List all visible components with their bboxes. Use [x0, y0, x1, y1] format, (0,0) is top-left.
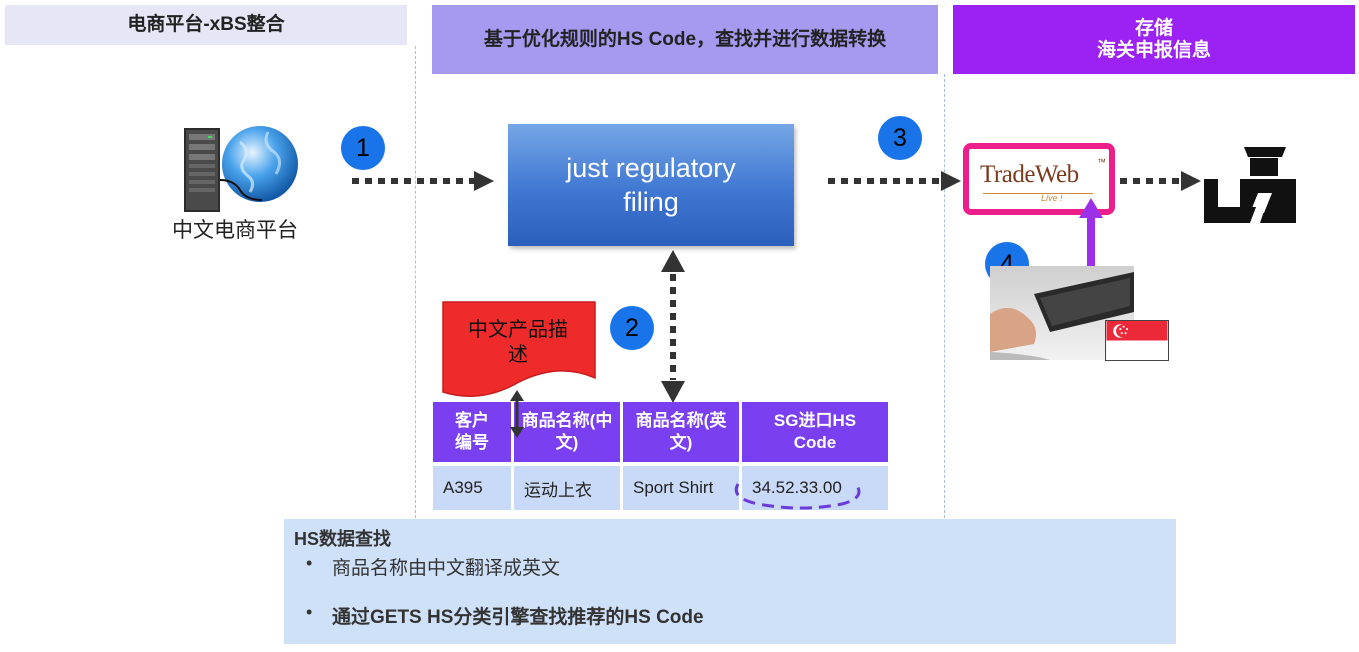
- header-ecommerce-text: 电商平台-xBS整合: [127, 14, 285, 35]
- hs-lookup-info-box: HS数据查找 • 商品名称由中文翻译成英文 • 通过GETS HS分类引擎查找推…: [284, 519, 1176, 644]
- server-globe-icon: [184, 126, 298, 212]
- table-cell-hs-code: 34.52.33.00: [742, 466, 888, 510]
- step-1-badge: 1: [341, 126, 385, 170]
- info-bullet-1: 商品名称由中文翻译成英文: [332, 558, 561, 579]
- double-arrow-icon: [510, 390, 524, 438]
- arrow-jrf-to-tradeweb: [828, 171, 961, 191]
- header-hs-code: 基于优化规则的HS Code，查找并进行数据转换: [432, 5, 938, 74]
- header-ecommerce: 电商平台-xBS整合: [5, 5, 407, 45]
- step-2-badge: 2: [610, 306, 654, 350]
- jrf-line1: just regulatory: [566, 153, 736, 183]
- header-hs-code-text: 基于优化规则的HS Code，查找并进行数据转换: [483, 28, 887, 50]
- column-divider-left: [415, 46, 416, 518]
- jrf-box: just regulatory filing: [508, 124, 794, 246]
- note-shape: [442, 301, 596, 397]
- header-customs-line1: 存储: [1134, 17, 1173, 39]
- arrow-user-to-tradeweb: [1079, 198, 1103, 280]
- table-header-customer-id: 客户编号: [433, 402, 511, 462]
- table-cell-name-en: Sport Shirt: [623, 466, 739, 510]
- info-bullet-2-dot: •: [306, 602, 313, 622]
- table-header-name-cn: 商品名称(中文): [514, 402, 620, 462]
- arrow-platform-to-jrf: [352, 171, 494, 191]
- arrow-tradeweb-to-customs: [1120, 171, 1201, 191]
- note-label: 中文产品描述: [468, 319, 568, 366]
- customs-officer-icon: [1204, 147, 1296, 223]
- keyboard-mouse-photo: [990, 266, 1134, 360]
- platform-label: 中文电商平台: [172, 219, 298, 242]
- header-customs: 存储 海关申报信息: [953, 5, 1355, 74]
- info-bullet-2: 通过GETS HS分类引擎查找推荐的HS Code: [332, 607, 704, 628]
- header-customs-line2: 海关申报信息: [1096, 39, 1211, 61]
- tradeweb-tm: ™: [1097, 157, 1106, 167]
- singapore-flag-icon: [1105, 320, 1169, 361]
- jrf-line2: filing: [623, 187, 679, 217]
- table-header-name-en: 商品名称(英文): [623, 402, 739, 462]
- arrow-jrf-to-table: [661, 250, 685, 403]
- tradeweb-logo: TradeWeb ™ Live !: [963, 143, 1115, 215]
- tradeweb-tagline: Live !: [1041, 193, 1063, 203]
- table-header-hs-code: SG进口HS Code: [742, 402, 888, 462]
- hs-code-highlight: [734, 483, 861, 510]
- info-title: HS数据查找: [294, 529, 392, 549]
- tradeweb-underline: [983, 193, 1093, 194]
- info-bullet-1-dot: •: [306, 553, 313, 573]
- tradeweb-name: TradeWeb: [980, 161, 1079, 188]
- table-cell-customer-id: A395: [433, 466, 511, 510]
- column-divider-right: [944, 74, 945, 518]
- table-cell-name-cn: 运动上衣: [514, 466, 620, 510]
- step-3-badge: 3: [878, 116, 922, 160]
